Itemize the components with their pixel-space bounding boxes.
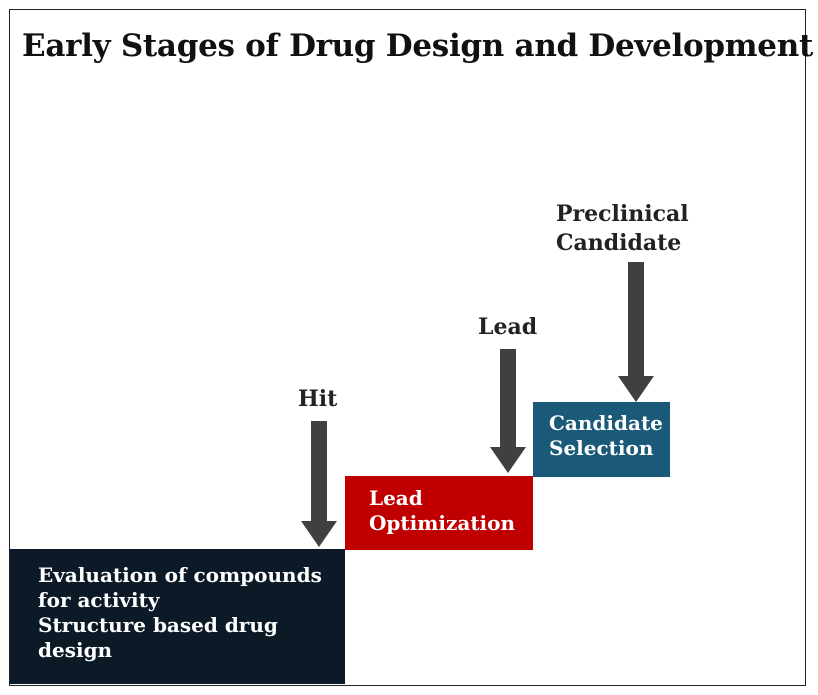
lead-milestone-label: Lead bbox=[478, 314, 538, 340]
preclinical-line-1: Preclinical bbox=[556, 201, 689, 227]
preclinical-candidate-label: Preclinical Candidate bbox=[556, 200, 689, 258]
candidate-selection-line-1: Candidate bbox=[549, 411, 663, 435]
lead-optimization-line-2: Optimization bbox=[369, 511, 516, 535]
preclinical-arrow-icon bbox=[618, 262, 654, 402]
preclinical-line-2: Candidate bbox=[556, 230, 682, 257]
lead-optimization-stage-box: Lead Optimization bbox=[345, 476, 533, 550]
evaluation-stage-box: Evaluation of compounds for activity Str… bbox=[10, 549, 345, 684]
diagram-title: Early Stages of Drug Design and Developm… bbox=[22, 28, 813, 64]
evaluation-line-1: Evaluation of compounds bbox=[38, 563, 322, 587]
lead-arrow-icon bbox=[490, 349, 526, 473]
lead-optimization-line-1: Lead bbox=[369, 486, 423, 510]
hit-milestone-label: Hit bbox=[298, 386, 338, 412]
candidate-selection-stage-box: Candidate Selection bbox=[533, 402, 670, 477]
candidate-selection-line-2: Selection bbox=[549, 436, 654, 460]
evaluation-line-2: for activity bbox=[38, 588, 160, 612]
evaluation-line-3: Structure based drug design bbox=[38, 613, 278, 662]
diagram-frame bbox=[9, 9, 806, 686]
hit-arrow-icon bbox=[301, 421, 337, 547]
